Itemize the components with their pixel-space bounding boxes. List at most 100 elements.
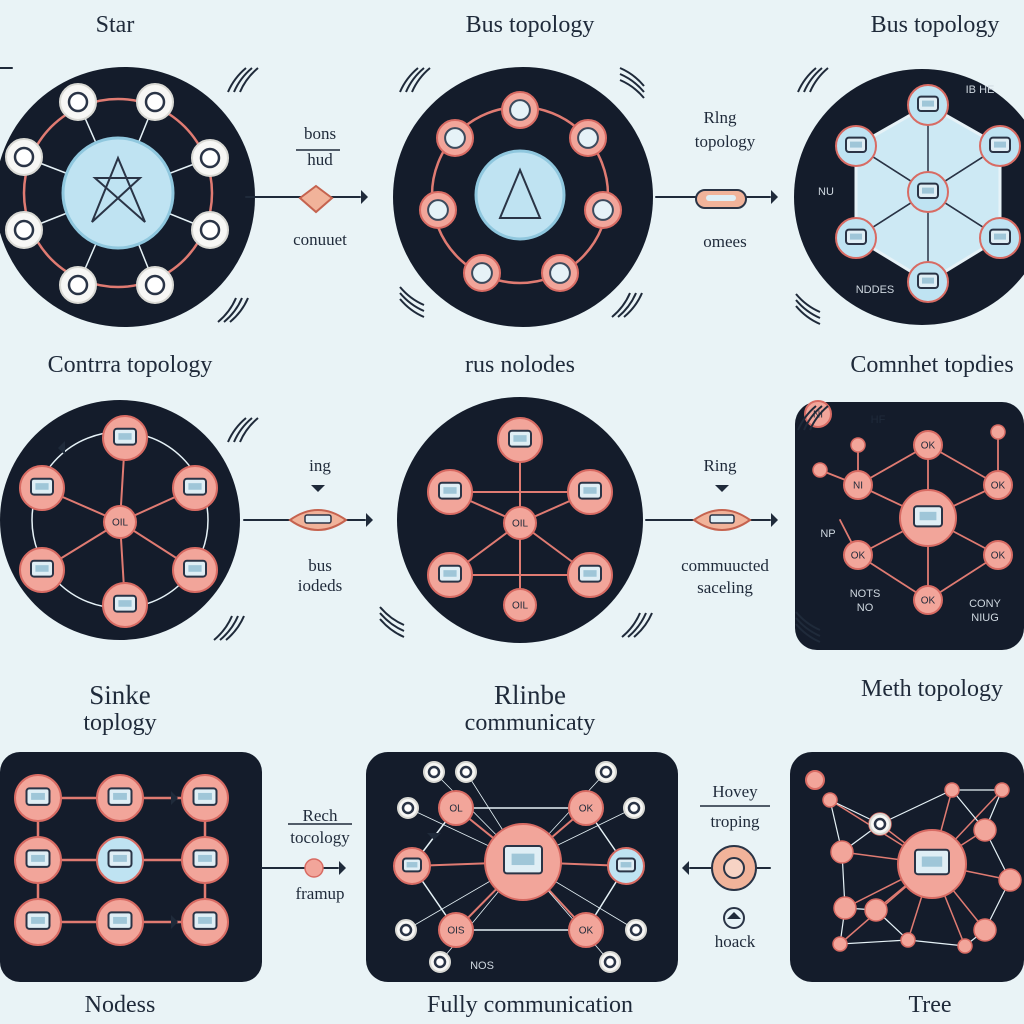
sinke-node-7-screen-inner [113, 916, 127, 924]
decor-arc-7 [797, 67, 829, 93]
decor-arc-10-stroke [219, 615, 239, 641]
comnhet-corner-node [804, 400, 832, 428]
comnhet-node-a-label: NI [853, 481, 863, 492]
rlinbe-node-b-label: OK [579, 804, 594, 815]
contrra-node-1-screen-inner [188, 483, 202, 490]
star-node-4-core [13, 219, 35, 241]
decor-arc-1-stroke [239, 67, 259, 93]
bus-node-4-core [592, 199, 614, 221]
contrra-arrow [58, 441, 65, 455]
rlinbe-dot-8-core [603, 955, 617, 969]
title-fully-communication: Fully communication [427, 992, 633, 1018]
sinke-arrow-2 [171, 915, 178, 929]
comnhet-node-f [913, 430, 943, 460]
rlinbe-node-f [568, 912, 604, 948]
rus-center [503, 506, 537, 540]
contrra-node-3-screen-inner [118, 600, 132, 607]
decor-arc-10 [213, 615, 245, 641]
decor-arc-14-stroke [795, 623, 821, 643]
contrra-node-0-screen-inner [118, 433, 132, 440]
decor-arc-8 [795, 293, 821, 325]
star-node-5-core [199, 219, 221, 241]
bus-hub [474, 149, 566, 241]
sinke-node-5-screen-inner [198, 854, 212, 862]
rus-bottom-node-label: OIL [512, 601, 529, 612]
decor-arc-5 [399, 286, 425, 318]
decor-arc-13-stroke [803, 405, 823, 431]
star-hub-icon [91, 155, 146, 223]
connector-5-arrow [339, 861, 346, 875]
decor-arc-10-stroke [225, 615, 245, 641]
decor-arc-9-stroke [233, 417, 253, 443]
tree-edge-14 [839, 939, 909, 945]
rlinbe-dot-5-core [399, 923, 413, 937]
rlinbe-node-e-label: OIS [447, 926, 465, 937]
decor-arc-4 [619, 67, 645, 99]
contrra-node-5-screen-inner [35, 483, 49, 490]
rus-node-2-screen-inner [583, 487, 597, 494]
decor-arc-4-stroke [619, 67, 645, 87]
rus-center-label: OIL [512, 519, 529, 530]
p6-note2a-text: CONY [969, 598, 1001, 610]
decor-arc-13-stroke [797, 405, 817, 431]
connector-1-label-c: conuuet [293, 230, 347, 249]
decor-arc-7-stroke [803, 67, 823, 93]
decor-arc-12-stroke [627, 612, 647, 638]
bus-hub-icon [498, 167, 542, 219]
sinke-arrow-1 [171, 791, 178, 805]
rlinbe-dot-0-core [427, 765, 441, 779]
contrra-node-4-screen-inner [35, 565, 49, 572]
decor-arc-8-stroke [795, 305, 821, 325]
connector-5-dot [304, 858, 324, 878]
connector-1-arrow [361, 190, 368, 204]
tree-node-2 [973, 818, 997, 842]
connector-2-pill-inner [706, 195, 736, 201]
rlinbe-dot-7-core [629, 923, 643, 937]
title-comnhet-topdies: Comnhet topdies [850, 352, 1014, 378]
decor-arc-11-stroke [379, 612, 405, 632]
mesh-node-3-screen-inner [922, 277, 934, 284]
connector-6-label-a: Hovey [712, 782, 758, 801]
rus-bottom-node [503, 588, 537, 622]
tree-edge-1 [879, 789, 953, 825]
decor-arc-10-stroke [213, 615, 233, 641]
star-node-1-core [144, 91, 166, 113]
decor-arc-3 [399, 67, 431, 93]
connector-4-node-inner [709, 514, 735, 524]
rlinbe-node-a-label: OL [449, 804, 463, 815]
comnhet-node-e [913, 585, 943, 615]
decor-arc-11-stroke [379, 618, 405, 638]
p6-note1a-text: NOTS [849, 588, 881, 600]
decor-arc-1-stroke [233, 67, 253, 93]
decor-arc-2-stroke [217, 297, 237, 323]
decor-arc-11 [379, 606, 405, 638]
title-bus-topology-1: Bus topology [465, 12, 595, 38]
mesh-node-5-screen-inner [850, 141, 862, 148]
decor-arc-14-stroke [795, 617, 821, 637]
sinke-node-2-screen-inner [198, 792, 212, 800]
connector-4-label-a: Ring [703, 456, 737, 475]
decor-arc-3-stroke [411, 67, 431, 93]
connector-6-arrow [682, 861, 689, 875]
rlinbe-arrow [427, 833, 441, 840]
rlinbe-node-d-screen-inner [620, 862, 632, 868]
connector-3-label-b: bus [308, 556, 332, 575]
bus-node-3-core [427, 199, 449, 221]
star-node-7-core [144, 274, 166, 296]
title-contrra-topology: Contrra topology [47, 352, 213, 378]
rus-node-0-screen-inner [513, 435, 527, 442]
rus-node-1-screen-inner [443, 487, 457, 494]
connector-1-label-b: hud [307, 150, 333, 169]
sinke-node-3-screen-inner [31, 854, 45, 862]
tree-node-7 [900, 932, 916, 948]
tree-node-3 [998, 868, 1022, 892]
contrra-center [103, 505, 137, 539]
rus-node-4-screen-inner [583, 570, 597, 577]
title-bus-topology-2: Bus topology [870, 12, 1000, 38]
contrra-center-label: OIL [112, 518, 129, 529]
rlinbe-dot-3-core [627, 801, 641, 815]
rlinbe-node-a [438, 790, 474, 826]
mesh-node-2-screen-inner [994, 233, 1006, 240]
sinke-node-0-screen-inner [31, 792, 45, 800]
